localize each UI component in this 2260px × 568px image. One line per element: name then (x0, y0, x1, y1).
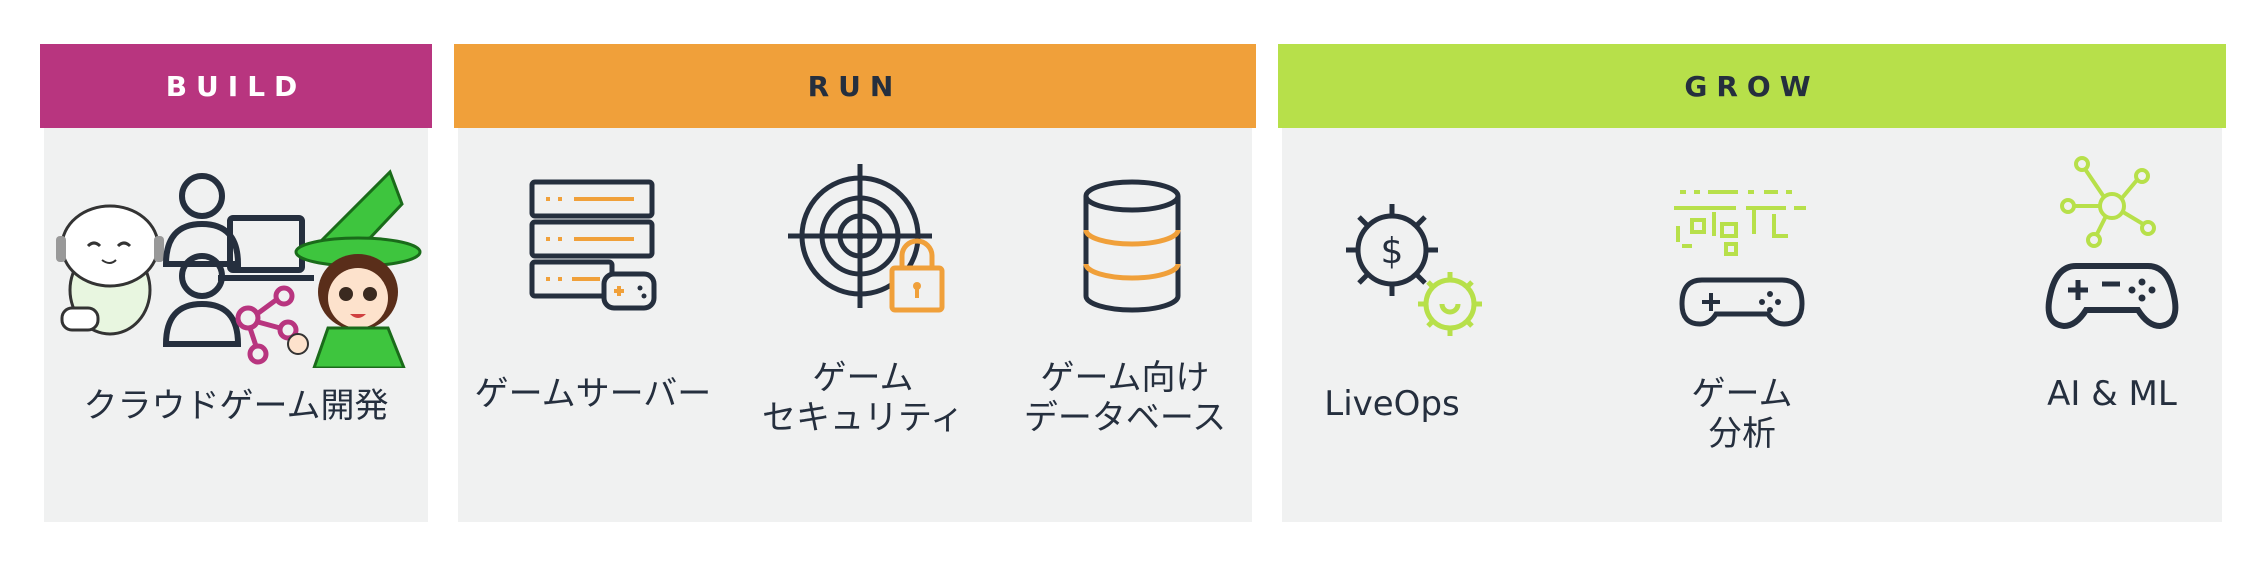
ai-ml-label: AI & ML (2047, 374, 2177, 414)
run-header: RUN (454, 44, 1256, 128)
target-lock-icon (788, 164, 945, 313)
grow-title: GROW (1684, 69, 1820, 103)
game-database-item: ゲーム向け データベース (998, 128, 1252, 522)
grow-panel: $ LiveOps (1282, 128, 2222, 522)
svg-text:$: $ (1381, 231, 1404, 272)
cloud-game-dev-illustration (56, 169, 422, 368)
cloud-game-dev-item: クラウドゲーム開発 (44, 128, 428, 522)
game-analytics-label: ゲーム 分析 (1691, 374, 1793, 454)
run-panel: ゲームサーバー ゲーム セキュリティ (458, 128, 1252, 522)
game-analytics-icon (1674, 190, 1806, 327)
game-database-label: ゲーム向け データベース (1023, 358, 1227, 438)
ai-ml-item: AI & ML (2002, 128, 2222, 522)
liveops-label: LiveOps (1324, 384, 1460, 424)
database-icon (1083, 179, 1181, 313)
cloud-game-dev-label: クラウドゲーム開発 (83, 386, 389, 426)
build-panel: クラウドゲーム開発 (44, 128, 428, 522)
run-section: RUN ゲームサーバー (454, 44, 1256, 522)
game-security-label: ゲーム セキュリティ (762, 358, 964, 438)
build-section: BUILD (40, 44, 432, 522)
game-server-item: ゲームサーバー (458, 128, 728, 522)
run-title: RUN (807, 69, 903, 103)
grow-section: GROW $ LiveOps (1278, 44, 2226, 522)
liveops-item: $ LiveOps (1282, 128, 1502, 522)
ai-ml-controller-icon (2045, 156, 2179, 330)
game-server-label: ゲームサーバー (474, 374, 712, 414)
build-header: BUILD (40, 44, 432, 128)
liveops-gears-icon: $ (1346, 204, 1482, 336)
game-server-icon (529, 179, 657, 311)
game-analytics-item: ゲーム 分析 (1642, 128, 1842, 522)
grow-header: GROW (1278, 44, 2226, 128)
build-title: BUILD (165, 69, 307, 103)
game-security-item: ゲーム セキュリティ (728, 128, 998, 522)
